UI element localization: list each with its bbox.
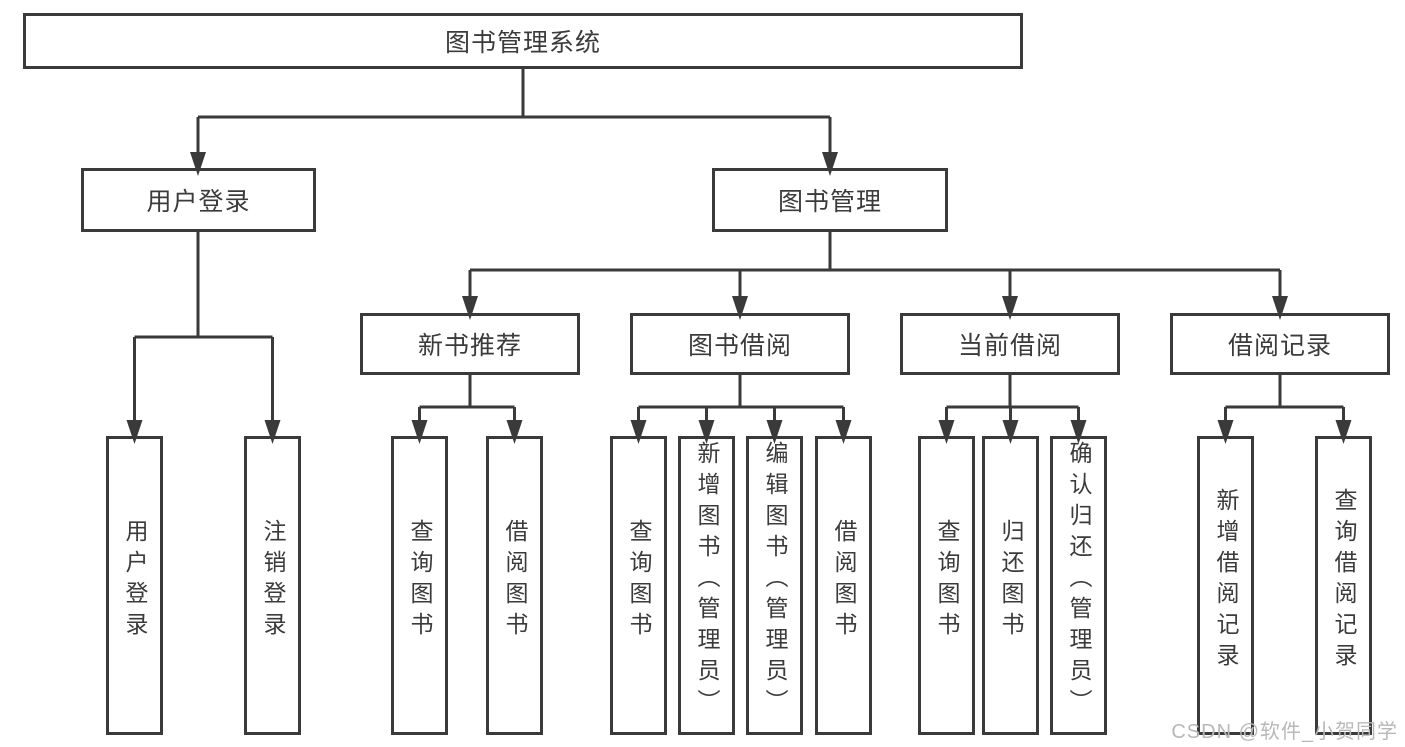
node-label: 当前借阅 [957, 332, 1062, 360]
connector-book-management-to-level2 [462, 232, 1288, 320]
leaf-confirm-return-admin: 确认归还（管理员） [1050, 436, 1107, 735]
leaf-query-books-current: 查询图书 [918, 436, 975, 735]
leaf-add-book-admin: 新增图书（管理员） [678, 436, 735, 735]
node-borrowing-records: 借阅记录 [1170, 313, 1390, 375]
node-label: 借阅记录 [1227, 332, 1332, 360]
connector-root-to-level1 [190, 69, 838, 176]
node-book-borrowing: 图书借阅 [630, 313, 850, 375]
connector-user-login-to-leaves [126, 232, 281, 444]
leaf-label: 归还图书 [998, 518, 1024, 643]
leaf-edit-book-admin: 编辑图书（管理员） [746, 436, 803, 735]
leaf-label: 查询图书 [934, 518, 960, 643]
leaf-label: 借阅图书 [502, 518, 528, 643]
node-new-book-recommendation: 新书推荐 [360, 313, 580, 375]
node-label: 图书借阅 [687, 332, 792, 360]
leaf-label: 确认归还（管理员） [1066, 441, 1092, 720]
leaf-label: 查询图书 [407, 518, 433, 643]
leaf-label: 借阅图书 [831, 518, 857, 643]
leaf-query-borrow-record: 查询借阅记录 [1315, 436, 1372, 735]
leaf-return-book: 归还图书 [982, 436, 1039, 735]
leaf-label: 编辑图书（管理员） [762, 441, 788, 720]
node-current-borrowing: 当前借阅 [900, 313, 1120, 375]
leaf-label: 注销登录 [260, 518, 286, 643]
leaf-logout: 注销登录 [244, 436, 301, 735]
watermark: CSDN @软件_小贺同学 [1171, 721, 1398, 743]
node-label: 图书管理系统 [444, 29, 601, 57]
leaf-query-books-borrow: 查询图书 [610, 436, 667, 735]
leaf-label: 新增图书（管理员） [694, 441, 720, 720]
leaf-query-books-recommend: 查询图书 [391, 436, 448, 735]
connector-current-borrowing-to-leaves [938, 375, 1087, 444]
leaf-user-login: 用户登录 [106, 436, 163, 735]
node-label: 新书推荐 [417, 332, 522, 360]
connector-book-borrowing-to-leaves [630, 375, 852, 444]
node-book-management: 图书管理 [712, 168, 948, 232]
leaf-label: 查询借阅记录 [1331, 487, 1357, 674]
leaf-borrow-books-recommend: 借阅图书 [486, 436, 543, 735]
node-label: 用户登录 [146, 188, 251, 216]
leaf-add-borrow-record: 新增借阅记录 [1197, 436, 1254, 735]
leaf-borrow-books: 借阅图书 [815, 436, 872, 735]
leaf-label: 查询图书 [626, 518, 652, 643]
node-user-login: 用户登录 [81, 168, 316, 232]
node-label: 图书管理 [777, 188, 882, 216]
connector-borrowing-records-to-leaves [1217, 375, 1352, 444]
leaf-label: 新增借阅记录 [1213, 487, 1239, 674]
connector-new-book-recommendation-to-leaves [411, 375, 523, 444]
node-library-management-system: 图书管理系统 [23, 13, 1023, 69]
leaf-label: 用户登录 [122, 518, 148, 643]
